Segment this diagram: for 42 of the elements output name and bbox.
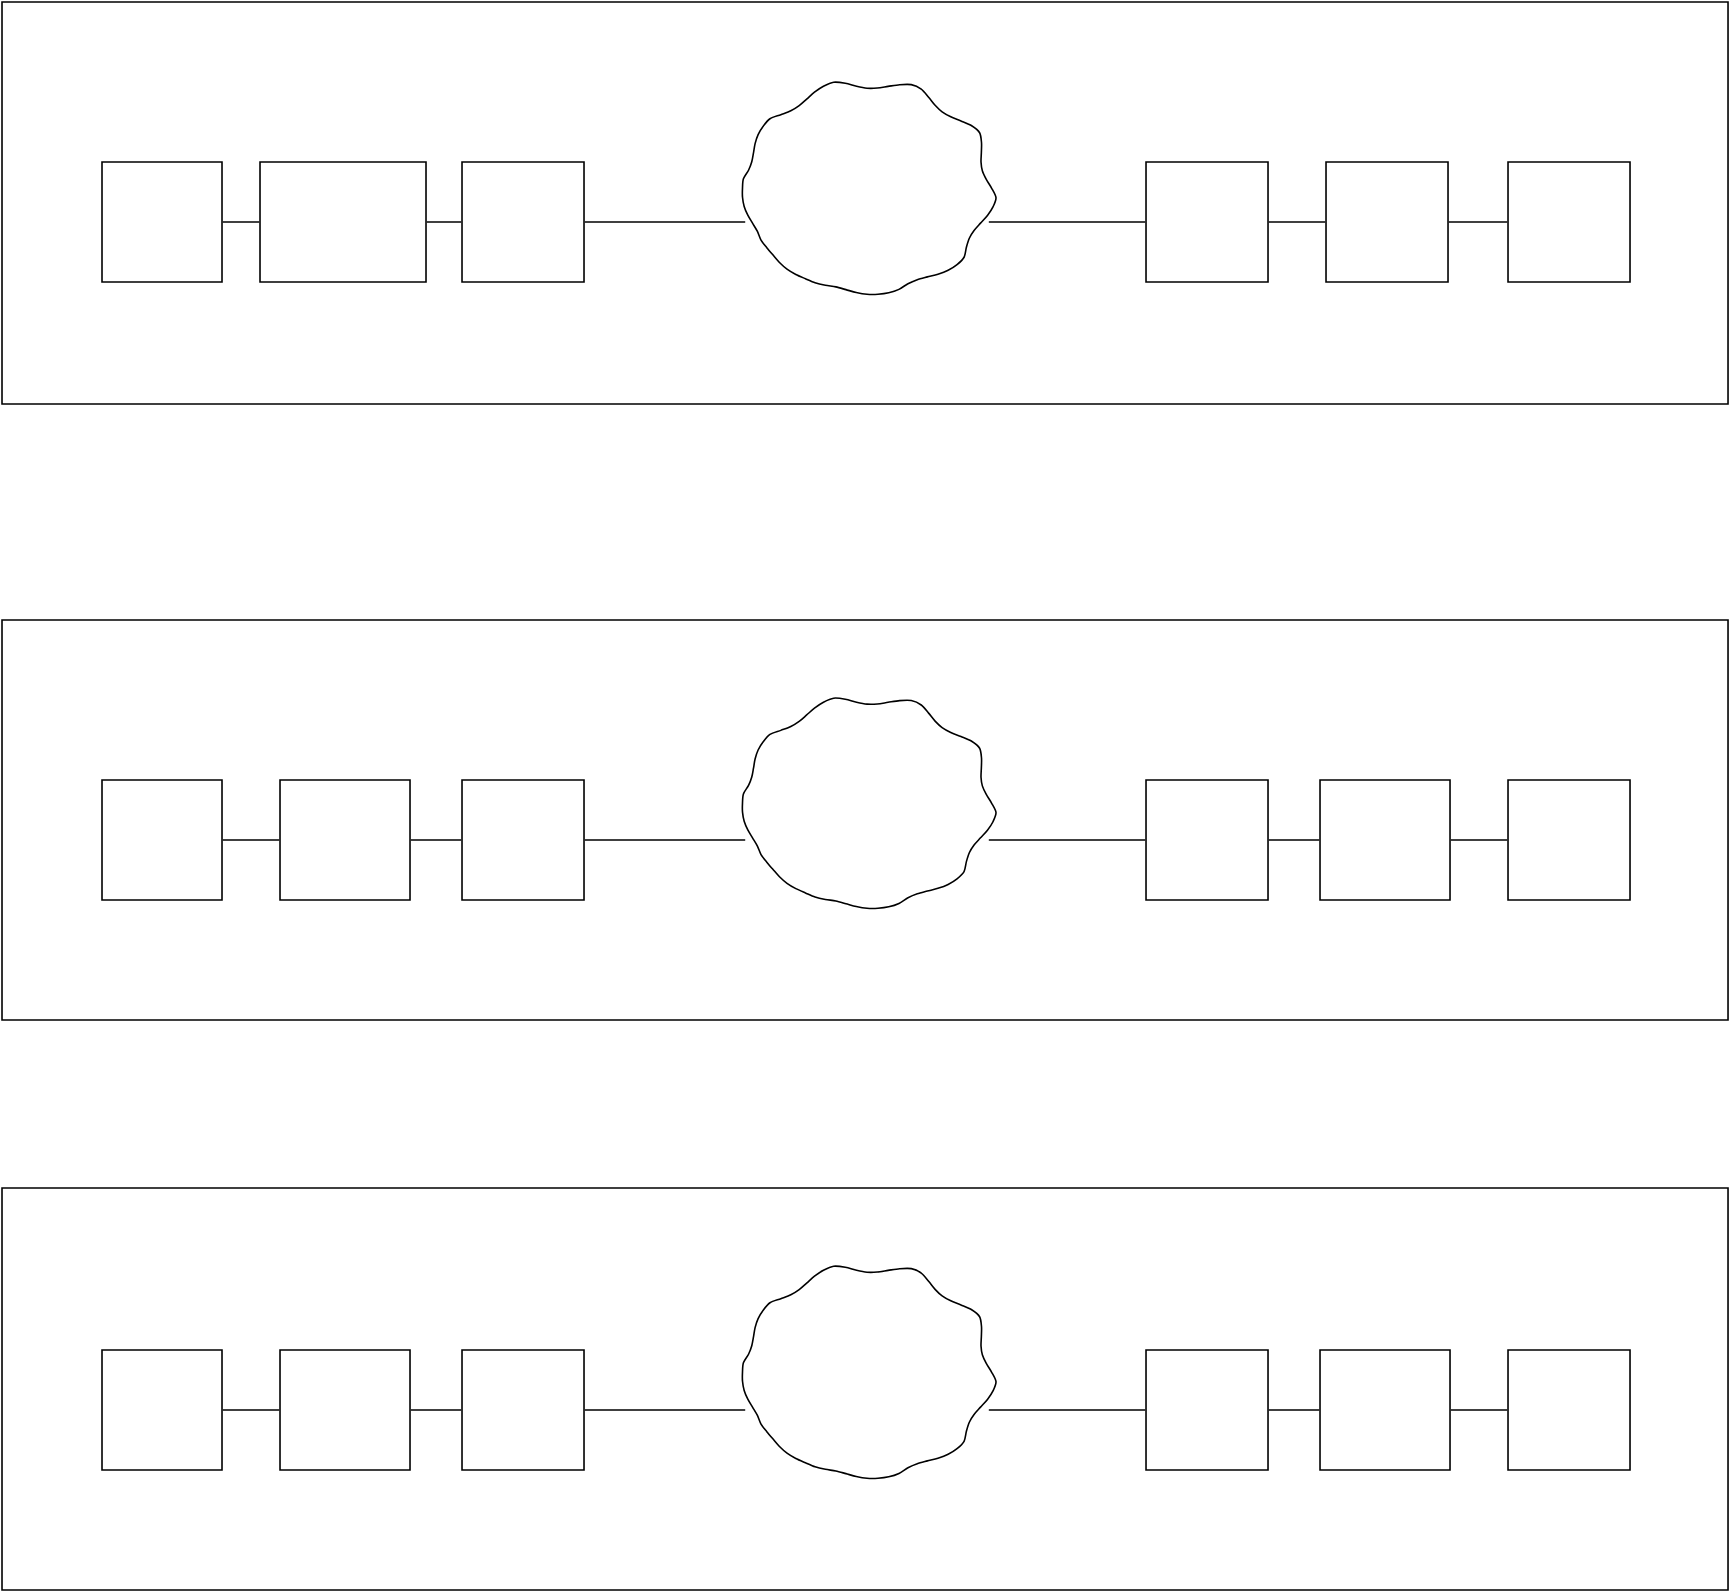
connector-line (1450, 839, 1508, 841)
box (101, 779, 223, 901)
box (1507, 779, 1631, 901)
connector-line (410, 1409, 462, 1411)
box (101, 1349, 223, 1471)
connector-line (988, 839, 1146, 841)
connector-line (426, 221, 462, 223)
connector-line (584, 1409, 746, 1411)
connector-line (1268, 221, 1326, 223)
connector-line (410, 839, 462, 841)
connector-line (584, 839, 746, 841)
box (461, 161, 585, 283)
box (1325, 161, 1449, 283)
box (461, 1349, 585, 1471)
box (259, 161, 427, 283)
box (1507, 161, 1631, 283)
panel-frame (1, 1, 1729, 405)
box (101, 161, 223, 283)
box (1145, 779, 1269, 901)
connector-line (1268, 839, 1320, 841)
connector-line (222, 839, 280, 841)
panel-frame (1, 1187, 1729, 1591)
box (1145, 161, 1269, 283)
box (279, 779, 411, 901)
cloud-shape (741, 81, 997, 296)
connector-line (584, 221, 746, 223)
box (461, 779, 585, 901)
connector-line (1448, 221, 1508, 223)
box (1507, 1349, 1631, 1471)
box (1319, 779, 1451, 901)
box (1319, 1349, 1451, 1471)
connector-line (988, 221, 1146, 223)
box (1145, 1349, 1269, 1471)
connector-line (222, 1409, 280, 1411)
connector-line (222, 221, 260, 223)
cloud-shape (741, 697, 997, 910)
connector-line (1450, 1409, 1508, 1411)
cloud-shape (741, 1265, 997, 1480)
box (279, 1349, 411, 1471)
connector-line (988, 1409, 1146, 1411)
connector-line (1268, 1409, 1320, 1411)
panel-frame (1, 619, 1729, 1021)
